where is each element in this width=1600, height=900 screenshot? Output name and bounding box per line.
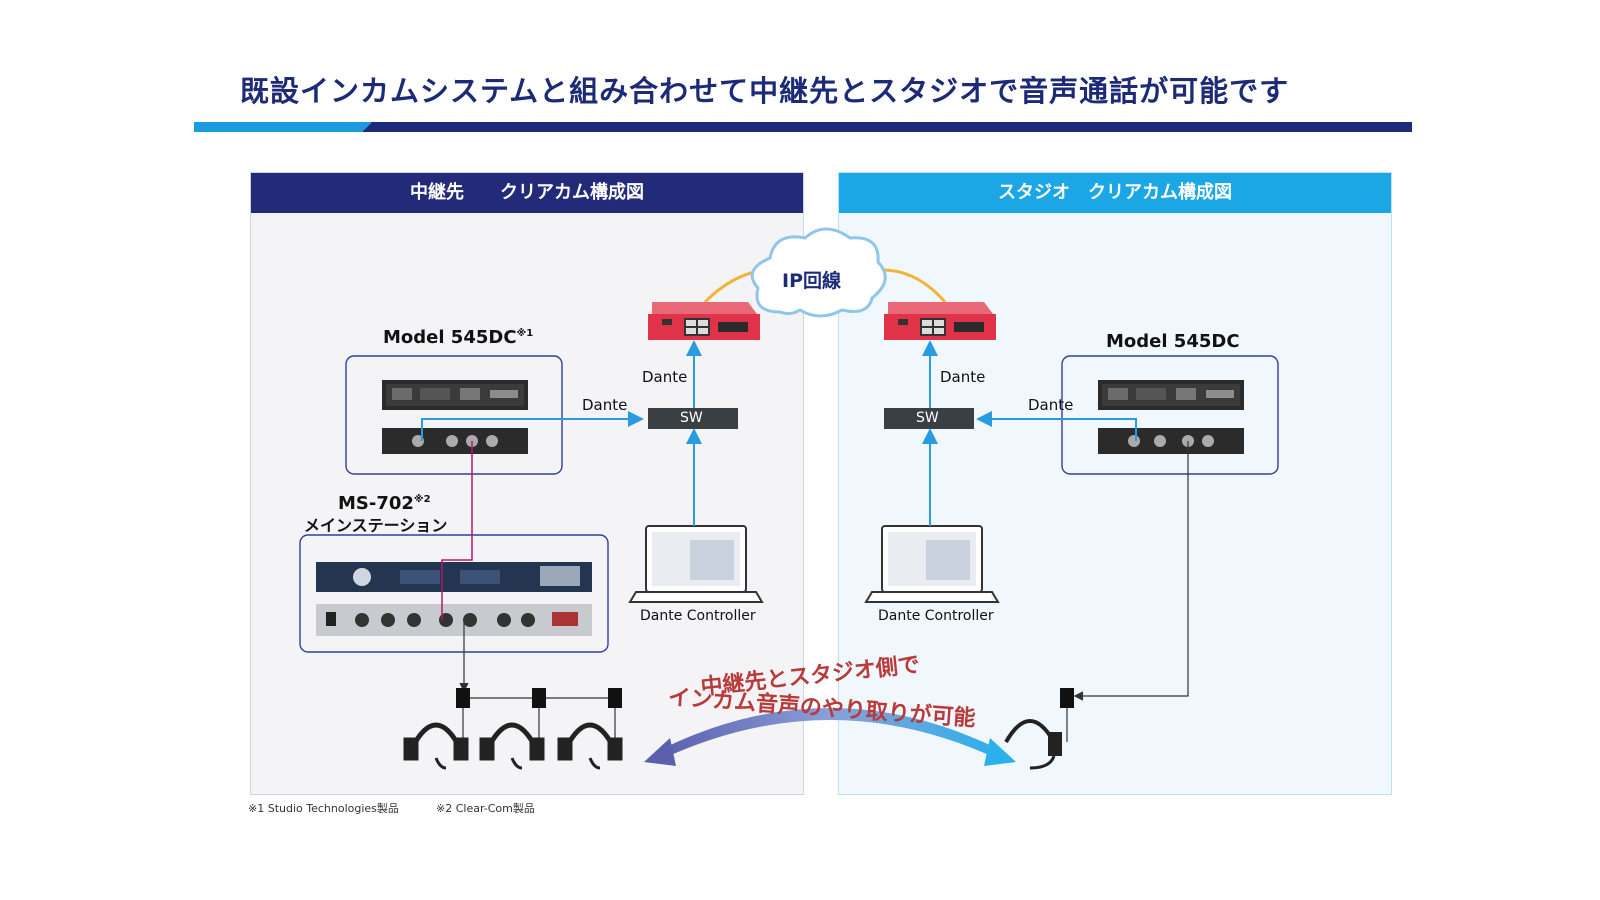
model-545dc-left-frame — [345, 355, 563, 475]
dante-controller-left-label: Dante Controller — [640, 608, 756, 624]
model-545dc-right-frame — [1061, 355, 1279, 475]
footnote-2: ※2 Clear-Com製品 — [436, 802, 535, 815]
beltpack-right-icon — [1060, 688, 1074, 708]
intercom-line-545dc-to-ms702 — [441, 441, 473, 620]
ms-702-device — [316, 562, 592, 636]
ms-702-frame — [299, 534, 609, 653]
headset-1-icon — [403, 722, 469, 770]
page-title: 既設インカムシステムと組み合わせて中継先とスタジオで音声通話が可能です — [240, 74, 1290, 108]
dante-controller-right-label: Dante Controller — [878, 608, 994, 624]
sw-right-box — [884, 408, 974, 429]
dante-label-left-router: Dante — [642, 368, 688, 386]
sw-left-label: SW — [680, 410, 703, 426]
footnote-1: ※1 Studio Technologies製品 — [248, 802, 399, 815]
dante-link-right-545dc — [976, 411, 1137, 441]
sw-right-label: SW — [916, 410, 939, 426]
relay-site-panel-header: 中継先 クリアカム構成図 — [251, 173, 803, 213]
intercom-line-right — [1073, 441, 1189, 701]
dante-link-left-545dc — [421, 411, 644, 441]
bidirectional-arc-arrow — [644, 708, 1016, 766]
beltpack-2-icon — [532, 688, 546, 708]
dante-label-right-sw: Dante — [1028, 396, 1074, 414]
ms-702-sublabel: メインステーション — [304, 516, 448, 535]
dante-label-left-sw: Dante — [582, 396, 628, 414]
studio-panel-header: スタジオ クリアカム構成図 — [839, 173, 1391, 213]
model-545dc-right-device — [1098, 380, 1244, 454]
relay-site-panel: 中継先 クリアカム構成図 — [250, 172, 804, 795]
beltpack-3-icon — [608, 688, 622, 708]
dante-label-right-router: Dante — [940, 368, 986, 386]
headset-right-icon — [1004, 719, 1062, 770]
headset-2-icon — [479, 722, 545, 770]
model-545dc-left-label: Model 545DC※1 — [383, 327, 534, 348]
ip-line-label: IP回線 — [782, 270, 841, 292]
model-545dc-right-label: Model 545DC — [1106, 331, 1240, 352]
headset-3-icon — [557, 722, 623, 770]
beltpack-1-icon — [456, 688, 470, 708]
laptop-right-icon — [864, 525, 1000, 603]
title-underline — [194, 122, 1412, 132]
laptop-left-icon — [628, 525, 764, 603]
ms-702-label: MS-702※2 — [338, 493, 431, 514]
sw-left-box — [648, 408, 738, 429]
router-left-icon — [648, 302, 760, 340]
model-545dc-left-device — [382, 380, 528, 454]
cloud-icon — [750, 227, 887, 318]
router-right-icon — [884, 302, 996, 340]
